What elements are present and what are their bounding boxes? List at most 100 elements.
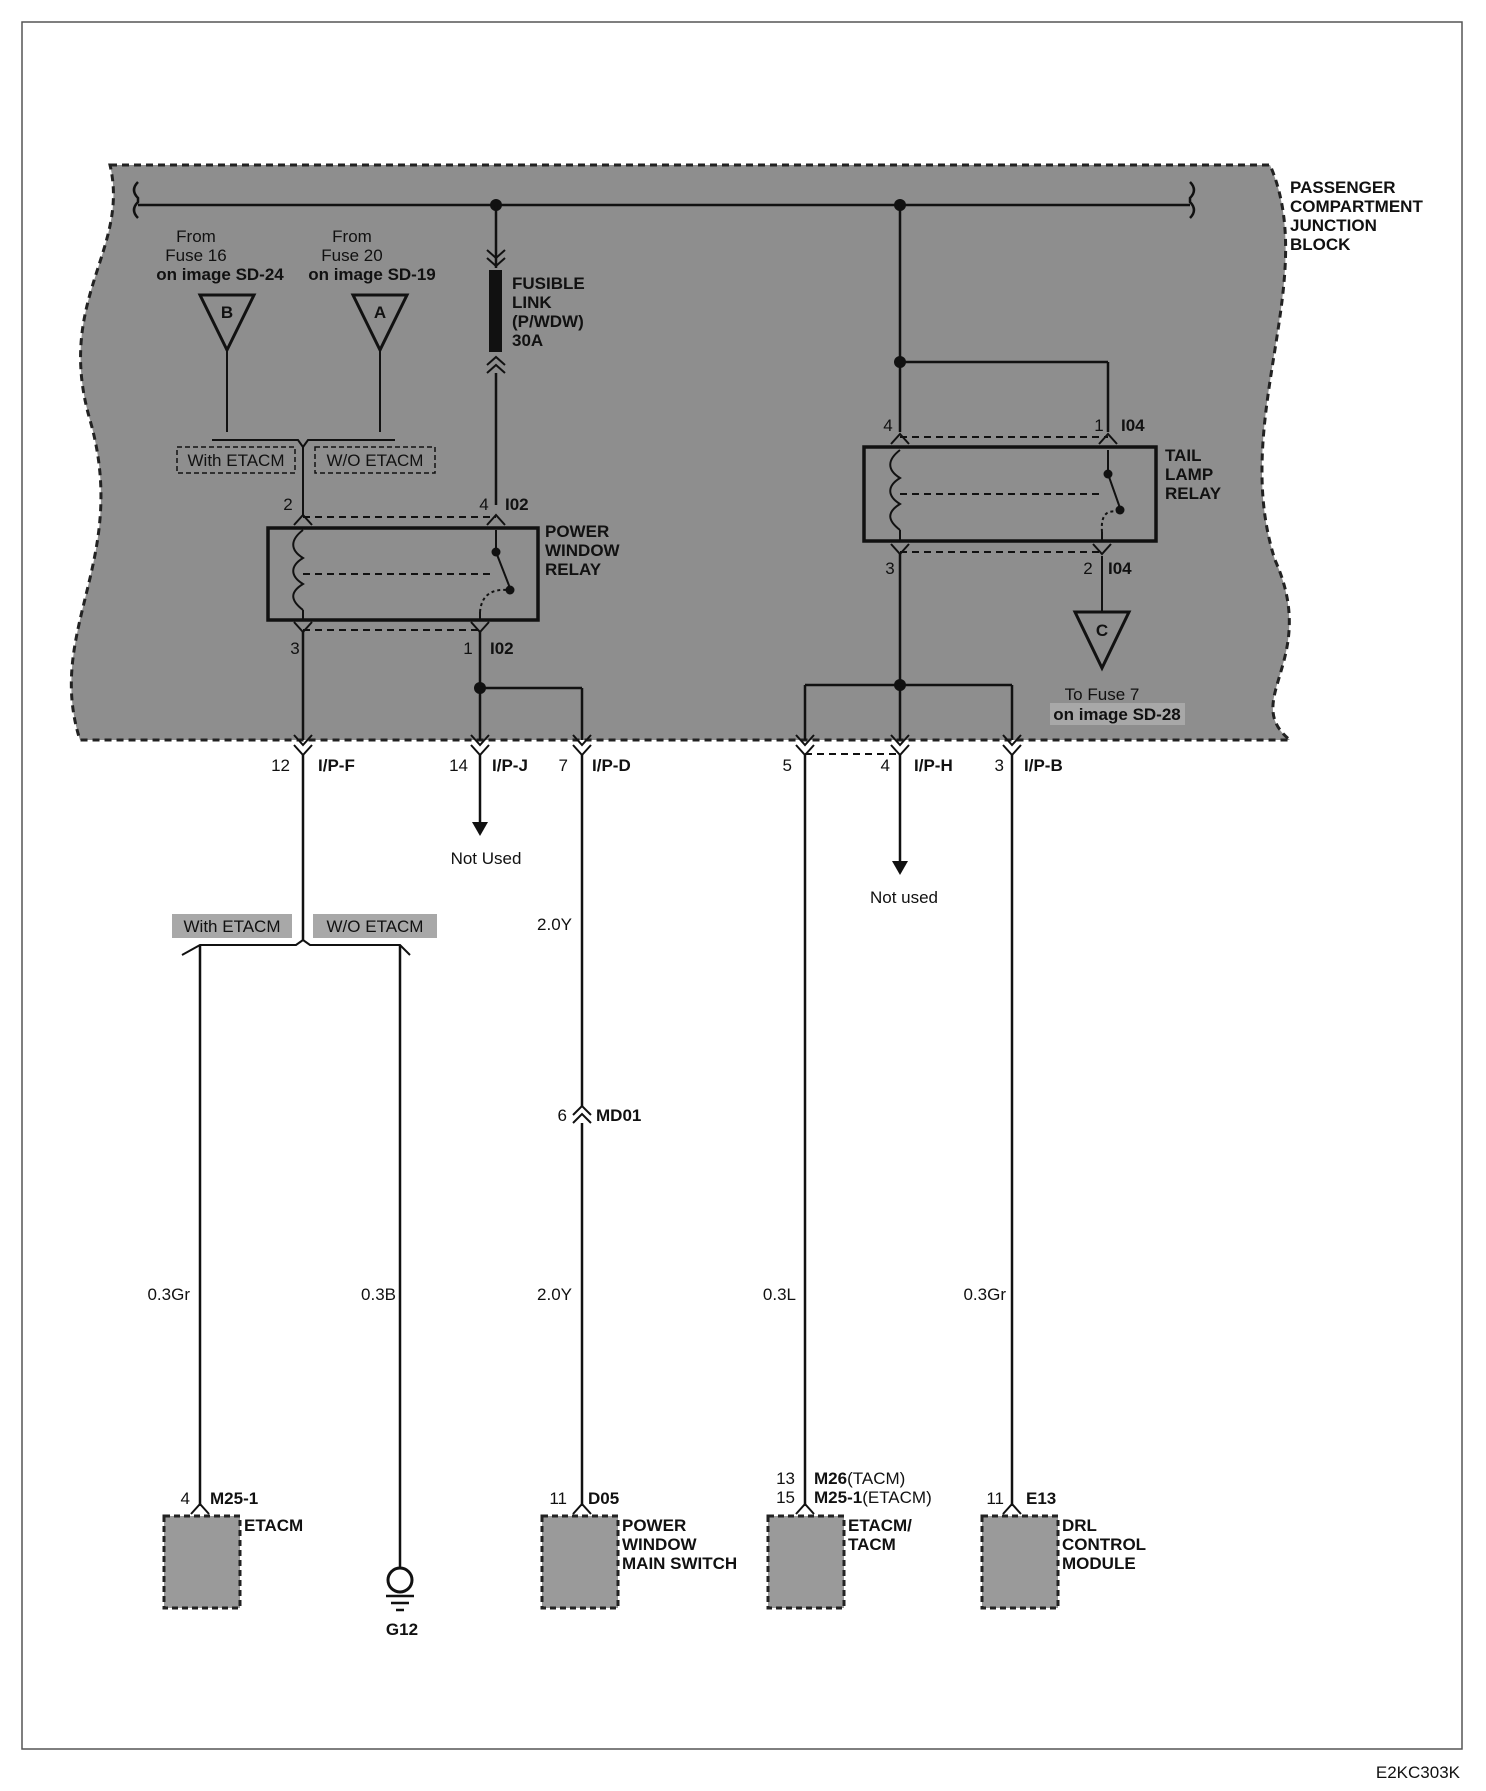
svg-text:on image SD-24: on image SD-24 [156,265,284,284]
svg-text:M25-1(ETACM): M25-1(ETACM) [814,1488,932,1507]
svg-text:2.0Y: 2.0Y [537,915,572,934]
svg-text:BLOCK: BLOCK [1290,235,1351,254]
svg-text:A: A [374,303,386,322]
svg-text:MODULE: MODULE [1062,1554,1136,1573]
not-used-j: Not Used [451,755,522,868]
svg-text:COMPARTMENT: COMPARTMENT [1290,197,1423,216]
svg-text:0.3Gr: 0.3Gr [147,1285,190,1304]
fusible-link: FUSIBLE LINK (P/WDW) 30A [486,205,585,505]
svg-text:B: B [221,303,233,322]
svg-text:Not Used: Not Used [451,849,522,868]
feed-b-label: From Fuse 16 on image SD-24 [156,227,284,284]
not-used-h: Not used [870,755,938,907]
svg-text:I/P-J: I/P-J [492,756,528,775]
svg-text:11: 11 [986,1489,1004,1508]
feed-b-triangle: B [197,293,257,432]
svg-text:7: 7 [559,756,568,775]
svg-text:3: 3 [290,639,299,658]
svg-text:M26(TACM): M26(TACM) [814,1469,905,1488]
svg-text:4: 4 [883,416,892,435]
svg-text:DRL: DRL [1062,1516,1097,1535]
power-window-wire: 6 MD01 [558,755,641,1506]
svg-text:MD01: MD01 [596,1106,641,1125]
upper-option-selector: With ETACM W/O ETACM [176,439,436,515]
svg-text:I/P-F: I/P-F [318,756,355,775]
svg-text:3: 3 [995,756,1004,775]
svg-text:4: 4 [479,495,488,514]
svg-text:Not used: Not used [870,888,938,907]
svg-text:LINK: LINK [512,293,552,312]
svg-text:RELAY: RELAY [1165,484,1222,503]
page-frame [21,21,1463,1750]
svg-text:on image SD-19: on image SD-19 [308,265,436,284]
drl-control-module: 11 E13 DRL CONTROL MODULE [980,1489,1146,1610]
svg-text:CONTROL: CONTROL [1062,1535,1146,1554]
svg-text:15: 15 [776,1488,795,1507]
svg-text:ETACM/: ETACM/ [848,1516,912,1535]
svg-text:I04: I04 [1121,416,1145,435]
svg-text:I/P-D: I/P-D [592,756,631,775]
svg-text:D05: D05 [588,1489,619,1508]
svg-text:E13: E13 [1026,1489,1056,1508]
svg-text:WINDOW: WINDOW [545,541,621,560]
svg-text:WINDOW: WINDOW [622,1535,698,1554]
svg-text:12: 12 [271,756,290,775]
connector-ip-d: 7 I/P-D [559,734,631,775]
connector-ip-f: 12 I/P-F [271,734,355,775]
svg-text:JUNCTION: JUNCTION [1290,216,1377,235]
wire-labels: 2.0Y 2.0Y 0.3Gr 0.3B 0.3L 0.3Gr [147,915,1006,1304]
svg-text:I02: I02 [505,495,529,514]
svg-text:2: 2 [1083,559,1092,578]
svg-text:With ETACM: With ETACM [188,451,285,470]
svg-text:0.3B: 0.3B [361,1285,396,1304]
svg-text:4: 4 [881,756,890,775]
svg-text:2.0Y: 2.0Y [537,1285,572,1304]
svg-text:1: 1 [463,639,472,658]
svg-text:W/O ETACM: W/O ETACM [327,917,424,936]
svg-text:I/P-B: I/P-B [1024,756,1063,775]
power-window-relay: 2 4 I02 3 1 I02 POWER WINDOW RELAY [266,495,621,658]
svg-text:To Fuse 7: To Fuse 7 [1065,685,1140,704]
feed-a-label: From Fuse 20 on image SD-19 [308,227,436,284]
svg-text:2: 2 [283,495,292,514]
connector-ip-h: 5 4 I/P-H [783,734,953,775]
svg-text:3: 3 [885,559,894,578]
svg-text:on image SD-28: on image SD-28 [1053,705,1181,724]
svg-text:TACM: TACM [848,1535,896,1554]
svg-text:ETACM: ETACM [244,1516,303,1535]
svg-text:From: From [176,227,216,246]
etacm-tacm-component: 13 15 M26(TACM) M25-1(ETACM) ETACM/ TACM [766,1469,932,1610]
feed-a-triangle: A [350,293,410,432]
svg-text:W/O ETACM: W/O ETACM [327,451,424,470]
lower-option-selector: With ETACM W/O ETACM [172,755,437,1568]
power-window-main-switch: 11 D05 POWER WINDOW MAIN SWITCH [540,1489,737,1610]
svg-text:RELAY: RELAY [545,560,602,579]
tail-lamp-relay: 4 1 I04 3 2 I04 TAIL LAMP RELAY [862,205,1222,578]
svg-text:MAIN SWITCH: MAIN SWITCH [622,1554,737,1573]
svg-text:5: 5 [783,756,792,775]
svg-text:4: 4 [181,1489,190,1508]
svg-text:I/P-H: I/P-H [914,756,953,775]
internal-wiring [301,554,1014,740]
svg-text:6: 6 [558,1106,567,1125]
svg-text:30A: 30A [512,331,543,350]
svg-text:14: 14 [449,756,468,775]
svg-text:POWER: POWER [622,1516,686,1535]
svg-text:From: From [332,227,372,246]
svg-text:PASSENGER: PASSENGER [1290,178,1396,197]
svg-text:Fuse 16: Fuse 16 [165,246,226,265]
svg-text:C: C [1096,621,1108,640]
junction-block-label: PASSENGER COMPARTMENT JUNCTION BLOCK [1290,178,1423,254]
ground-g12: G12 [386,1566,418,1639]
svg-text:TAIL: TAIL [1165,446,1202,465]
etacm-component: 4 M25-1 ETACM [162,1489,303,1610]
svg-text:0.3Gr: 0.3Gr [963,1285,1006,1304]
svg-text:M25-1: M25-1 [210,1489,258,1508]
svg-text:G12: G12 [386,1620,418,1639]
svg-text:I04: I04 [1108,559,1132,578]
svg-text:13: 13 [776,1469,795,1488]
figure-code: E2KC303K [1376,1763,1461,1782]
svg-text:LAMP: LAMP [1165,465,1213,484]
svg-text:POWER: POWER [545,522,609,541]
junction-block-area [69,163,1295,742]
